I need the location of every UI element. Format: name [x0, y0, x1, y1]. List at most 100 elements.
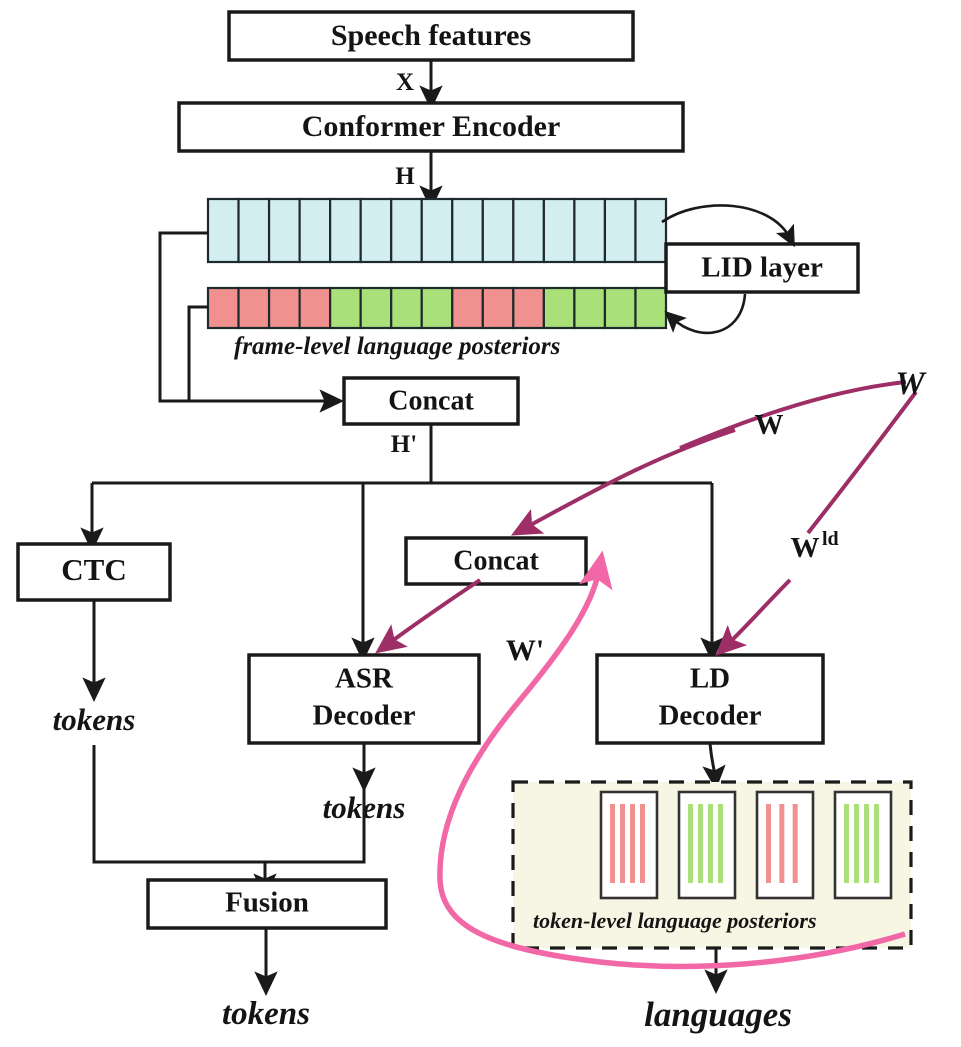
edge-label-x: X — [396, 69, 414, 96]
embedding-cell — [512, 197, 545, 264]
token-posterior-bar-green — [844, 804, 849, 883]
w-arrow-tail-upper — [679, 380, 907, 450]
edge-speech-to-encoder: X — [396, 60, 443, 111]
embedding-cell — [573, 197, 607, 264]
token-posterior-bar-red — [630, 804, 635, 883]
edge-strips-to-concat-top — [158, 231, 345, 413]
token-posterior-bar-red — [620, 804, 625, 883]
edge-label-w-ld: W ld — [791, 528, 839, 564]
frame-level-caption: frame-level language posteriors — [234, 333, 560, 360]
token-posterior-box — [599, 790, 659, 900]
token-posterior-bar-green — [864, 804, 869, 883]
w-arrow-to-concat-mid — [510, 428, 736, 536]
block-fusion[interactable]: Fusion — [146, 878, 388, 930]
token-posterior-bar-green — [718, 804, 723, 883]
edge-label-w-curve: W — [755, 409, 784, 441]
fusion-label: Fusion — [225, 887, 309, 919]
w-arrow-concat-to-asr — [375, 578, 482, 654]
embedding-cell — [206, 197, 240, 264]
frame-posterior-cell-red — [481, 286, 515, 330]
token-posterior-box — [833, 790, 893, 900]
edge-ld-to-token-posteriors — [702, 742, 726, 790]
frame-posterior-cell-red — [298, 286, 332, 330]
block-lid-layer[interactable]: LID layer — [664, 242, 860, 294]
edge-label-w-italic: W — [895, 366, 927, 402]
frame-posterior-cell-green — [390, 286, 423, 330]
frame-posterior-cell-red — [237, 286, 271, 330]
output-ctc-tokens: tokens — [53, 702, 136, 737]
token-posterior-bar-green — [698, 804, 703, 883]
frame-posterior-cell-red — [267, 286, 301, 330]
block-ld-decoder[interactable]: LD Decoder — [595, 653, 825, 745]
edge-label-w-prime: W' — [506, 634, 544, 667]
block-speech-features[interactable]: Speech features — [227, 10, 635, 62]
concat-top-label: Concat — [388, 385, 474, 416]
asr-decoder-label-line1: ASR — [335, 663, 394, 695]
token-posterior-bar-red — [640, 804, 645, 883]
token-posterior-bar-red — [766, 804, 771, 883]
token-posterior-bar-red — [610, 804, 615, 883]
block-concat-mid[interactable]: Concat — [404, 536, 588, 586]
edge-label-w-ld-superscript: ld — [822, 528, 839, 550]
concat-mid-label: Concat — [453, 545, 539, 576]
embedding-cell — [451, 197, 484, 264]
embedding-cell — [329, 197, 362, 264]
output-languages: languages — [644, 995, 792, 1034]
token-posterior-bar-green — [708, 804, 713, 883]
asr-decoder-label-line2: Decoder — [312, 700, 415, 732]
token-posterior-bar-red — [779, 804, 785, 883]
lid-layer-label: LID layer — [701, 252, 823, 284]
frame-posterior-cell-green — [359, 286, 393, 330]
embedding-cell — [237, 197, 271, 264]
edge-label-h-prime: H' — [391, 431, 417, 458]
w-ld-arrow-to-ld-decoder — [715, 578, 792, 657]
block-ctc[interactable]: CTC — [16, 542, 172, 602]
embedding-cell — [359, 197, 393, 264]
frame-posterior-cell-green — [329, 286, 362, 330]
frame-posterior-cell-green — [603, 286, 637, 330]
block-conformer-encoder[interactable]: Conformer Encoder — [177, 101, 685, 153]
embedding-cell — [298, 197, 332, 264]
token-posterior-box — [755, 790, 815, 900]
embedding-cell — [603, 197, 637, 264]
block-concat-top[interactable]: Concat — [342, 376, 520, 426]
arc-embeddings-to-lid — [661, 204, 795, 248]
speech-features-label: Speech features — [331, 19, 531, 52]
embedding-cell — [634, 197, 668, 264]
frame-posterior-cell-red — [206, 286, 240, 330]
ld-decoder-label-line1: LD — [690, 663, 730, 695]
token-posterior-bar-green — [854, 804, 859, 883]
frame-posterior-cell-green — [573, 286, 607, 330]
edge-concat-to-branches: H' — [80, 424, 724, 663]
embedding-sequence-strip — [206, 197, 668, 264]
token-posterior-box — [677, 790, 737, 900]
frame-posterior-strip — [206, 286, 668, 330]
ctc-label: CTC — [61, 552, 126, 587]
frame-posterior-cell-green — [420, 286, 454, 330]
output-fusion-tokens: tokens — [222, 996, 310, 1032]
embedding-cell — [267, 197, 301, 264]
conformer-encoder-label: Conformer Encoder — [302, 110, 561, 143]
block-asr-decoder[interactable]: ASR Decoder — [247, 653, 481, 745]
token-posterior-bar-green — [874, 804, 879, 883]
edge-encoder-to-embeddings: H — [395, 151, 443, 211]
embedding-cell — [420, 197, 454, 264]
feedback-loop-token-posteriors-to-concat — [437, 550, 906, 970]
frame-posterior-cell-red — [512, 286, 545, 330]
embedding-cell — [481, 197, 515, 264]
arc-lid-to-posteriors — [664, 293, 747, 335]
frame-posterior-cell-red — [451, 286, 484, 330]
token-posterior-boxes — [599, 790, 893, 900]
frame-posterior-cell-green — [542, 286, 576, 330]
embedding-cell — [542, 197, 576, 264]
edge-label-h: H — [395, 163, 415, 190]
embedding-cell — [390, 197, 423, 264]
w-ld-arrow-tail — [806, 390, 918, 535]
edge-label-w-ld-base: W — [791, 532, 820, 564]
frame-posterior-cell-green — [634, 286, 668, 330]
ld-decoder-label-line2: Decoder — [658, 700, 761, 732]
token-posterior-bar-red — [792, 804, 798, 883]
token-level-caption: token-level language posteriors — [533, 908, 817, 933]
